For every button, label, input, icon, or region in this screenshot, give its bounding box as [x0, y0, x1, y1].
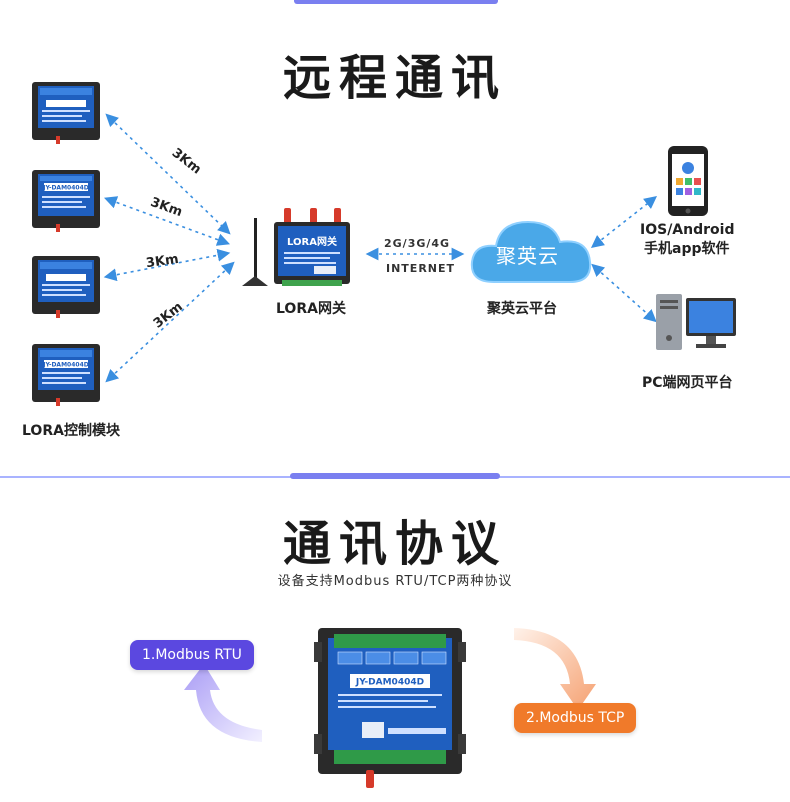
lora-module-3	[32, 256, 100, 318]
lora-module-2: JY-DAM0404D	[32, 170, 100, 232]
cloud-icon	[470, 220, 592, 283]
lora-module-4: JY-DAM0404D	[32, 344, 100, 406]
section-title-protocol: 通讯协议	[282, 516, 507, 572]
cloud-platform-label: 聚英云平台	[487, 301, 557, 317]
cloud-text: 聚英云	[496, 244, 559, 268]
protocol-tcp-badge: 2.Modbus TCP	[514, 703, 637, 733]
protocol-subtitle: 设备支持Modbus RTU/TCP两种协议	[277, 574, 513, 589]
gateway-label: LORA网关	[276, 301, 346, 317]
rtu-curve-arrow-icon	[184, 664, 262, 742]
protocol-rtu-badge: 1.Modbus RTU	[130, 640, 254, 670]
internet-label: INTERNET	[386, 262, 456, 275]
top-accent-bar	[294, 0, 498, 4]
section-title-remote: 远程通讯	[282, 50, 507, 106]
lora-module-1	[32, 82, 100, 144]
device-model-text: JY-DAM0404D	[355, 678, 424, 688]
section-divider-accent	[290, 473, 500, 479]
phone-icon	[668, 146, 708, 216]
tcp-curve-arrow-icon	[514, 628, 596, 710]
lora-gateway-device: LORA网关	[242, 208, 350, 286]
link-cloud-phone	[590, 196, 658, 248]
connection-lines	[103, 113, 658, 383]
pc-label: PC端网页平台	[642, 375, 733, 391]
module-4-model: JY-DAM0404D	[42, 362, 88, 369]
module-2-model: JY-DAM0404D	[42, 185, 88, 192]
phone-label-line2: 手机app软件	[644, 241, 730, 257]
lora-modules-label: LORA控制模块	[22, 423, 120, 439]
phone-label-line1: IOS/Android	[640, 222, 735, 238]
gateway-device-text: LORA网关	[287, 235, 337, 248]
control-module-device: JY-DAM0404D	[314, 628, 466, 788]
network-type-label: 2G/3G/4G	[384, 237, 451, 250]
link-cloud-pc	[591, 263, 657, 323]
pc-icon	[656, 294, 736, 350]
